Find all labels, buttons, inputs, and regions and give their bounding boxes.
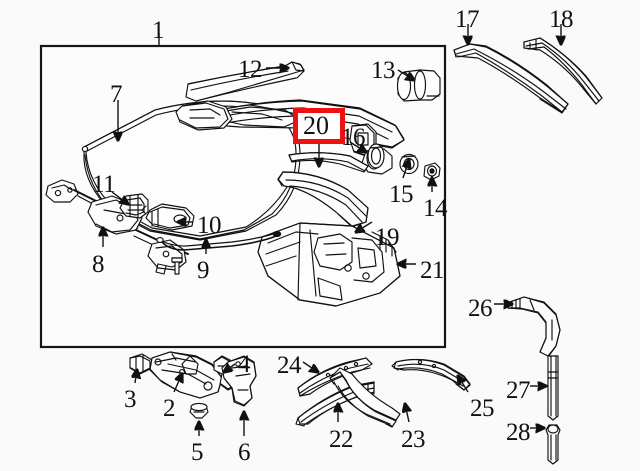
part-23-weatherstrip [329, 367, 401, 428]
part-8-linkage-bar [45, 179, 189, 275]
part-2-latch-mechanism [149, 351, 223, 399]
callout-7: 7 [110, 81, 123, 108]
callout-15: 15 [389, 181, 414, 208]
callout-1: 1 [152, 17, 165, 44]
callout-23: 23 [401, 426, 426, 453]
part-3-clip [129, 353, 153, 375]
callout-19: 19 [375, 224, 400, 251]
part-26-hook-arm [507, 296, 561, 358]
part-17-rail [453, 43, 569, 114]
callout-18: 18 [549, 6, 574, 33]
part-18-rail [523, 37, 603, 105]
callout-16: 16 [341, 124, 366, 151]
callout-28: 28 [506, 419, 531, 446]
part-9-screw [171, 257, 183, 275]
part-27-rod [547, 355, 559, 421]
part-15-bushing [399, 153, 419, 175]
callout-6: 6 [238, 439, 251, 466]
callout-3: 3 [124, 386, 137, 413]
part-16-grommet [367, 143, 385, 169]
part-13-bushings [396, 69, 441, 102]
callout-21: 21 [420, 257, 445, 284]
highlight-box-part-20 [293, 108, 345, 144]
callout-9: 9 [197, 257, 210, 284]
callout-14: 14 [423, 195, 448, 222]
part-24-weatherstrip [297, 357, 373, 397]
part-21-housing [257, 222, 401, 307]
callout-10: 10 [197, 212, 222, 239]
part-5-cap [189, 402, 209, 419]
callout-17: 17 [455, 6, 480, 33]
callout-4: 4 [238, 351, 251, 378]
callout-13: 13 [371, 57, 396, 84]
callout-25: 25 [470, 395, 495, 422]
callout-26: 26 [468, 295, 493, 322]
part-25-weatherstrip [391, 358, 471, 391]
part-12-top-rail [185, 61, 305, 102]
callout-2: 2 [163, 395, 176, 422]
part-19-lower-rail [277, 171, 369, 228]
callout-5: 5 [191, 439, 204, 466]
part-20-arc-bar [288, 152, 369, 173]
callout-20: 20 [303, 111, 329, 140]
callout-8: 8 [92, 251, 105, 278]
part-14-plug [423, 162, 441, 181]
callout-12: 12 [238, 56, 263, 83]
callout-24: 24 [277, 352, 302, 379]
callout-27: 27 [506, 377, 531, 404]
callout-11: 11 [92, 171, 116, 198]
part-28-rod [545, 424, 561, 465]
callout-22: 22 [329, 426, 354, 453]
leader-arrows [103, 24, 561, 436]
